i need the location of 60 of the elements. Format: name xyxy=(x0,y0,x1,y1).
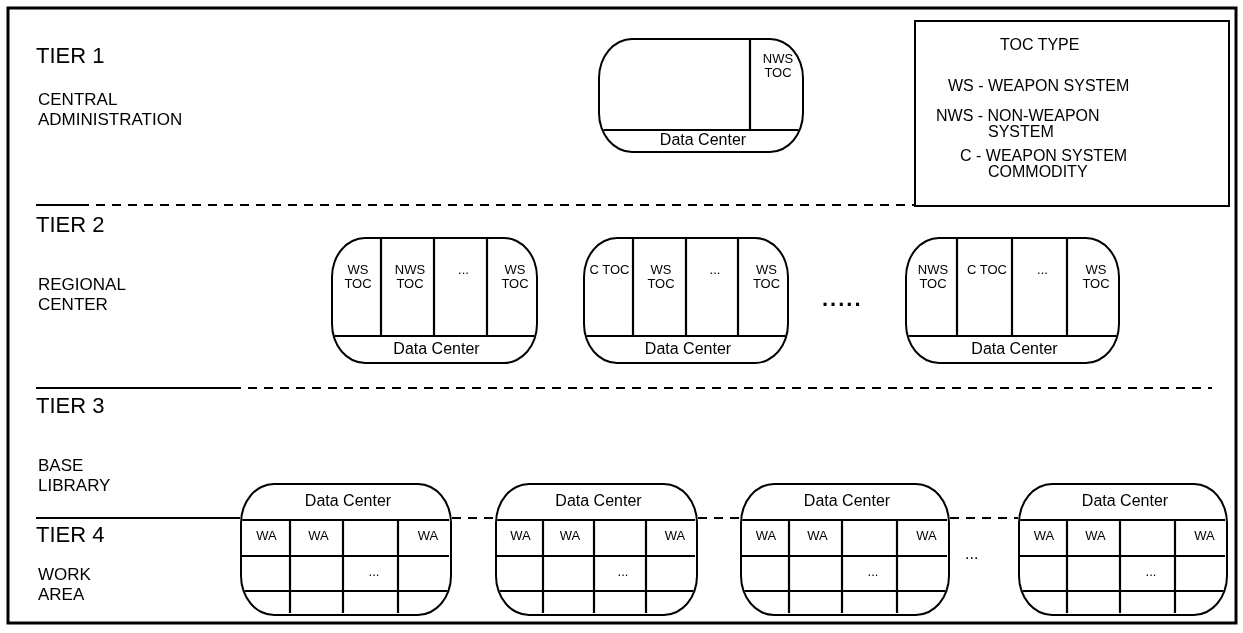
compartment-label: WA xyxy=(1085,529,1106,543)
tier-name: REGIONAL CENTER xyxy=(38,275,127,315)
legend-box xyxy=(914,20,1230,207)
facility-box xyxy=(240,483,452,616)
compartment-label: ... xyxy=(1037,263,1048,277)
compartment-label: NWS TOC xyxy=(916,263,950,291)
band-label: Data Center xyxy=(644,341,732,358)
tier-heading: TIER 3 xyxy=(36,393,106,419)
facility-box xyxy=(331,237,538,364)
compartment-label: WA xyxy=(559,529,581,543)
band-label: Data Center xyxy=(304,493,392,510)
compartment-label: ... xyxy=(368,565,380,579)
compartment-label: WS TOC xyxy=(751,263,782,291)
tier-name: WORK AREA xyxy=(38,565,92,605)
compartment-label: WS TOC xyxy=(646,263,676,291)
facility-box xyxy=(905,237,1120,364)
facility-box xyxy=(1018,483,1228,616)
compartment-label: ... xyxy=(1145,565,1157,579)
ellipsis: ..... xyxy=(822,286,864,312)
band-label: Data Center xyxy=(393,341,480,358)
compartment-label: WS TOC xyxy=(500,263,530,291)
compartment-label: WA xyxy=(916,529,937,543)
tier-heading: TIER 1 xyxy=(36,43,106,69)
compartment-label: WA xyxy=(256,529,277,543)
compartment-label: NWS TOC xyxy=(761,52,795,80)
compartment-label: WA xyxy=(510,529,531,543)
compartment-label: ... xyxy=(867,565,879,579)
compartment-label: WA xyxy=(417,529,439,543)
band-label: Data Center xyxy=(659,132,747,149)
band-label: Data Center xyxy=(971,341,1058,358)
band-label: Data Center xyxy=(1081,493,1169,510)
compartment-label: WA xyxy=(1194,529,1215,543)
legend-entry: C - WEAPON SYSTEM COMMODITY xyxy=(960,148,1129,180)
compartment-label: WS TOC xyxy=(1081,263,1111,291)
facility-box xyxy=(495,483,698,616)
compartment-label: ... xyxy=(709,263,721,277)
legend-title: TOC TYPE xyxy=(1000,36,1080,54)
facility-box xyxy=(740,483,950,616)
legend-entry: NWS - NON-WEAPON SYSTEM xyxy=(936,108,1101,140)
tier-heading: TIER 4 xyxy=(36,522,106,548)
tier-name: CENTRAL ADMINISTRATION xyxy=(38,90,184,130)
tier-name: BASE LIBRARY xyxy=(38,456,112,496)
compartment-label: C TOC xyxy=(589,263,630,277)
compartment-label: NWS TOC xyxy=(393,263,427,291)
compartment-label: WA xyxy=(664,529,686,543)
compartment-label: WA xyxy=(1033,529,1055,543)
compartment-label: WA xyxy=(755,529,777,543)
ellipsis: ... xyxy=(965,545,980,564)
band-label: Data Center xyxy=(555,493,642,510)
compartment-label: ... xyxy=(617,565,629,579)
compartment-label: WA xyxy=(308,529,329,543)
tier-heading: TIER 2 xyxy=(36,212,106,238)
band-label: Data Center xyxy=(803,493,891,510)
legend-entry: WS - WEAPON SYSTEM xyxy=(948,78,1131,94)
facility-box xyxy=(598,38,804,153)
compartment-label: WS TOC xyxy=(343,263,373,291)
facility-box xyxy=(583,237,789,364)
compartment-label: WA xyxy=(807,529,828,543)
compartment-label: ... xyxy=(458,263,469,277)
compartment-label: C TOC xyxy=(967,263,1007,277)
